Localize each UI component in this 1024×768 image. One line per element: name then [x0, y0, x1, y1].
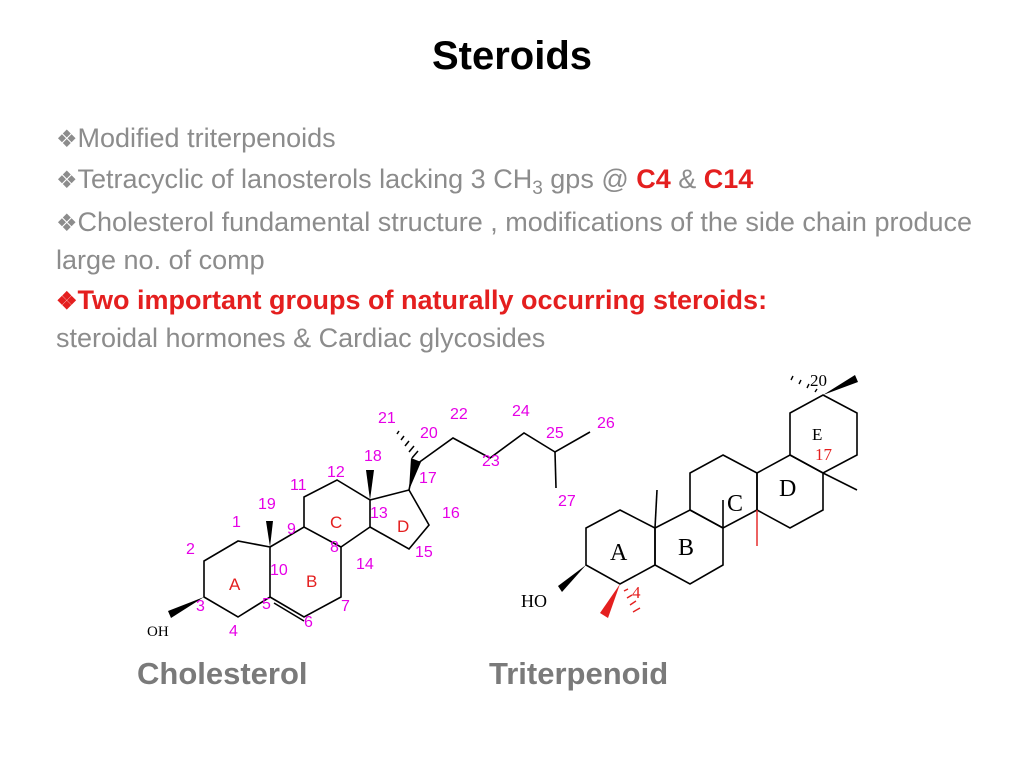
atom-number: 7: [341, 598, 350, 615]
cholesterol-c17-wedge: [409, 458, 421, 490]
triterpenoid-c4-wedge: [600, 584, 620, 618]
diamond-bullet-icon: ❖: [56, 167, 78, 194]
ring-a-label: A: [610, 540, 628, 566]
bullet-3: ❖Cholesterol fundamental structure , mod…: [56, 204, 986, 279]
atom-number: 23: [482, 453, 500, 470]
bullet-2-amp: &: [670, 164, 704, 194]
triterpenoid-ho-wedge: [558, 565, 586, 592]
atom-number: 18: [364, 448, 382, 465]
bullet-2-c4: C4: [636, 164, 671, 194]
atom-number: 22: [450, 406, 468, 423]
atom-number: 26: [597, 415, 615, 432]
atom-number: 25: [546, 425, 564, 442]
bullet-4: ❖Two important groups of naturally occur…: [56, 282, 986, 357]
triterpenoid-c4-dash: [623, 588, 641, 613]
atom-number: 13: [370, 505, 388, 522]
bullet-1-text: Modified triterpenoids: [77, 123, 336, 153]
cholesterol-ring-d: [369, 489, 430, 551]
atom-number: 12: [327, 464, 345, 481]
atom-number: 19: [258, 496, 276, 513]
bullet-3-text: Cholesterol fundamental structure , modi…: [56, 207, 973, 275]
triterpenoid-labels: HO A B C D E 20 17 4: [521, 371, 833, 611]
ring-c-label: C: [727, 491, 743, 517]
cholesterol-oh-label: OH: [147, 624, 169, 640]
cholesterol-ring-letters: A B C D: [229, 513, 409, 594]
atom-number-17: 17: [815, 445, 833, 464]
bullet-4-continuation: steroidal hormones & Cardiac glycosides: [56, 323, 546, 353]
bullet-2-text: Tetracyclic of lanosterols lacking 3 CH: [77, 164, 533, 194]
bullet-2-subscript: 3: [532, 178, 543, 199]
cholesterol-c19-wedge: [266, 521, 273, 547]
slide-title: Steroids: [431, 34, 593, 78]
cholesterol-labels: OH A B C D 1 2 3 4 5 6 7 8 9 10 11 12 13…: [147, 403, 615, 640]
atom-number: 16: [442, 505, 460, 522]
atom-number-4: 4: [632, 583, 641, 602]
atom-number: 2: [186, 541, 195, 558]
ring-d-label: D: [779, 476, 796, 502]
atom-number: 9: [287, 521, 296, 538]
cholesterol-caption: Cholesterol: [137, 656, 308, 691]
atom-number: 17: [419, 470, 437, 487]
atom-number: 3: [196, 598, 205, 615]
bullet-2-c14: C14: [703, 164, 754, 194]
cholesterol-ring-c: [303, 479, 371, 548]
triterpenoid-c20-wedge: [823, 375, 858, 395]
atom-number: 15: [415, 544, 433, 561]
atom-number: 10: [270, 562, 288, 579]
bullet-4-text: Two important groups of naturally occurr…: [77, 285, 768, 315]
cholesterol-atom-numbers: 1 2 3 4 5 6 7 8 9 10 11 12 13 14 15 16 1…: [186, 403, 615, 640]
cholesterol-c21-dash: [396, 430, 419, 459]
atom-number: 14: [356, 556, 374, 573]
triterpenoid-caption: Triterpenoid: [489, 656, 669, 691]
triterpenoid-stereo-bonds: [558, 375, 858, 618]
atom-number: 20: [420, 425, 438, 442]
cholesterol-oh-wedge: [168, 597, 204, 618]
diamond-bullet-icon: ❖: [56, 210, 78, 237]
cholesterol-ring-b: [269, 526, 342, 618]
cholesterol-c18-wedge: [366, 470, 374, 500]
triterpenoid-methyl: [654, 489, 658, 529]
triterpenoid-structure: [585, 394, 858, 585]
atom-number: 11: [290, 477, 307, 494]
ring-c-label: C: [330, 513, 342, 532]
cholesterol-double-bond: [273, 602, 305, 622]
diamond-bullet-icon: ❖: [56, 288, 78, 315]
atom-number: 8: [330, 539, 339, 556]
cholesterol-stereo-bonds: [168, 430, 421, 618]
triterpenoid-ho-label: HO: [521, 591, 547, 611]
atom-number: 5: [262, 596, 271, 613]
cholesterol-c27-bond: [554, 451, 557, 489]
atom-number: 24: [512, 403, 530, 420]
bullet-list: ❖Modified triterpenoids ❖Tetracyclic of …: [56, 120, 986, 360]
cholesterol-side-chain: [413, 431, 591, 467]
atom-number: 21: [378, 410, 396, 427]
atom-number: 4: [229, 623, 238, 640]
diamond-bullet-icon: ❖: [56, 126, 78, 153]
triterpenoid-c20-dash: [790, 375, 818, 393]
ring-b-label: B: [306, 572, 317, 591]
triterpenoid-methyl: [822, 472, 858, 491]
atom-number-20: 20: [810, 371, 827, 390]
atom-number: 27: [558, 493, 576, 510]
ring-a-label: A: [229, 575, 241, 594]
bullet-1: ❖Modified triterpenoids: [56, 120, 986, 158]
ring-d-label: D: [397, 517, 409, 536]
bullet-2: ❖Tetracyclic of lanosterols lacking 3 CH…: [56, 161, 986, 201]
ring-b-label: B: [678, 535, 694, 561]
bullet-2-mid: gps @: [542, 164, 637, 194]
atom-number: 1: [232, 514, 241, 531]
atom-number: 6: [304, 614, 313, 631]
ring-e-label: E: [812, 425, 822, 444]
